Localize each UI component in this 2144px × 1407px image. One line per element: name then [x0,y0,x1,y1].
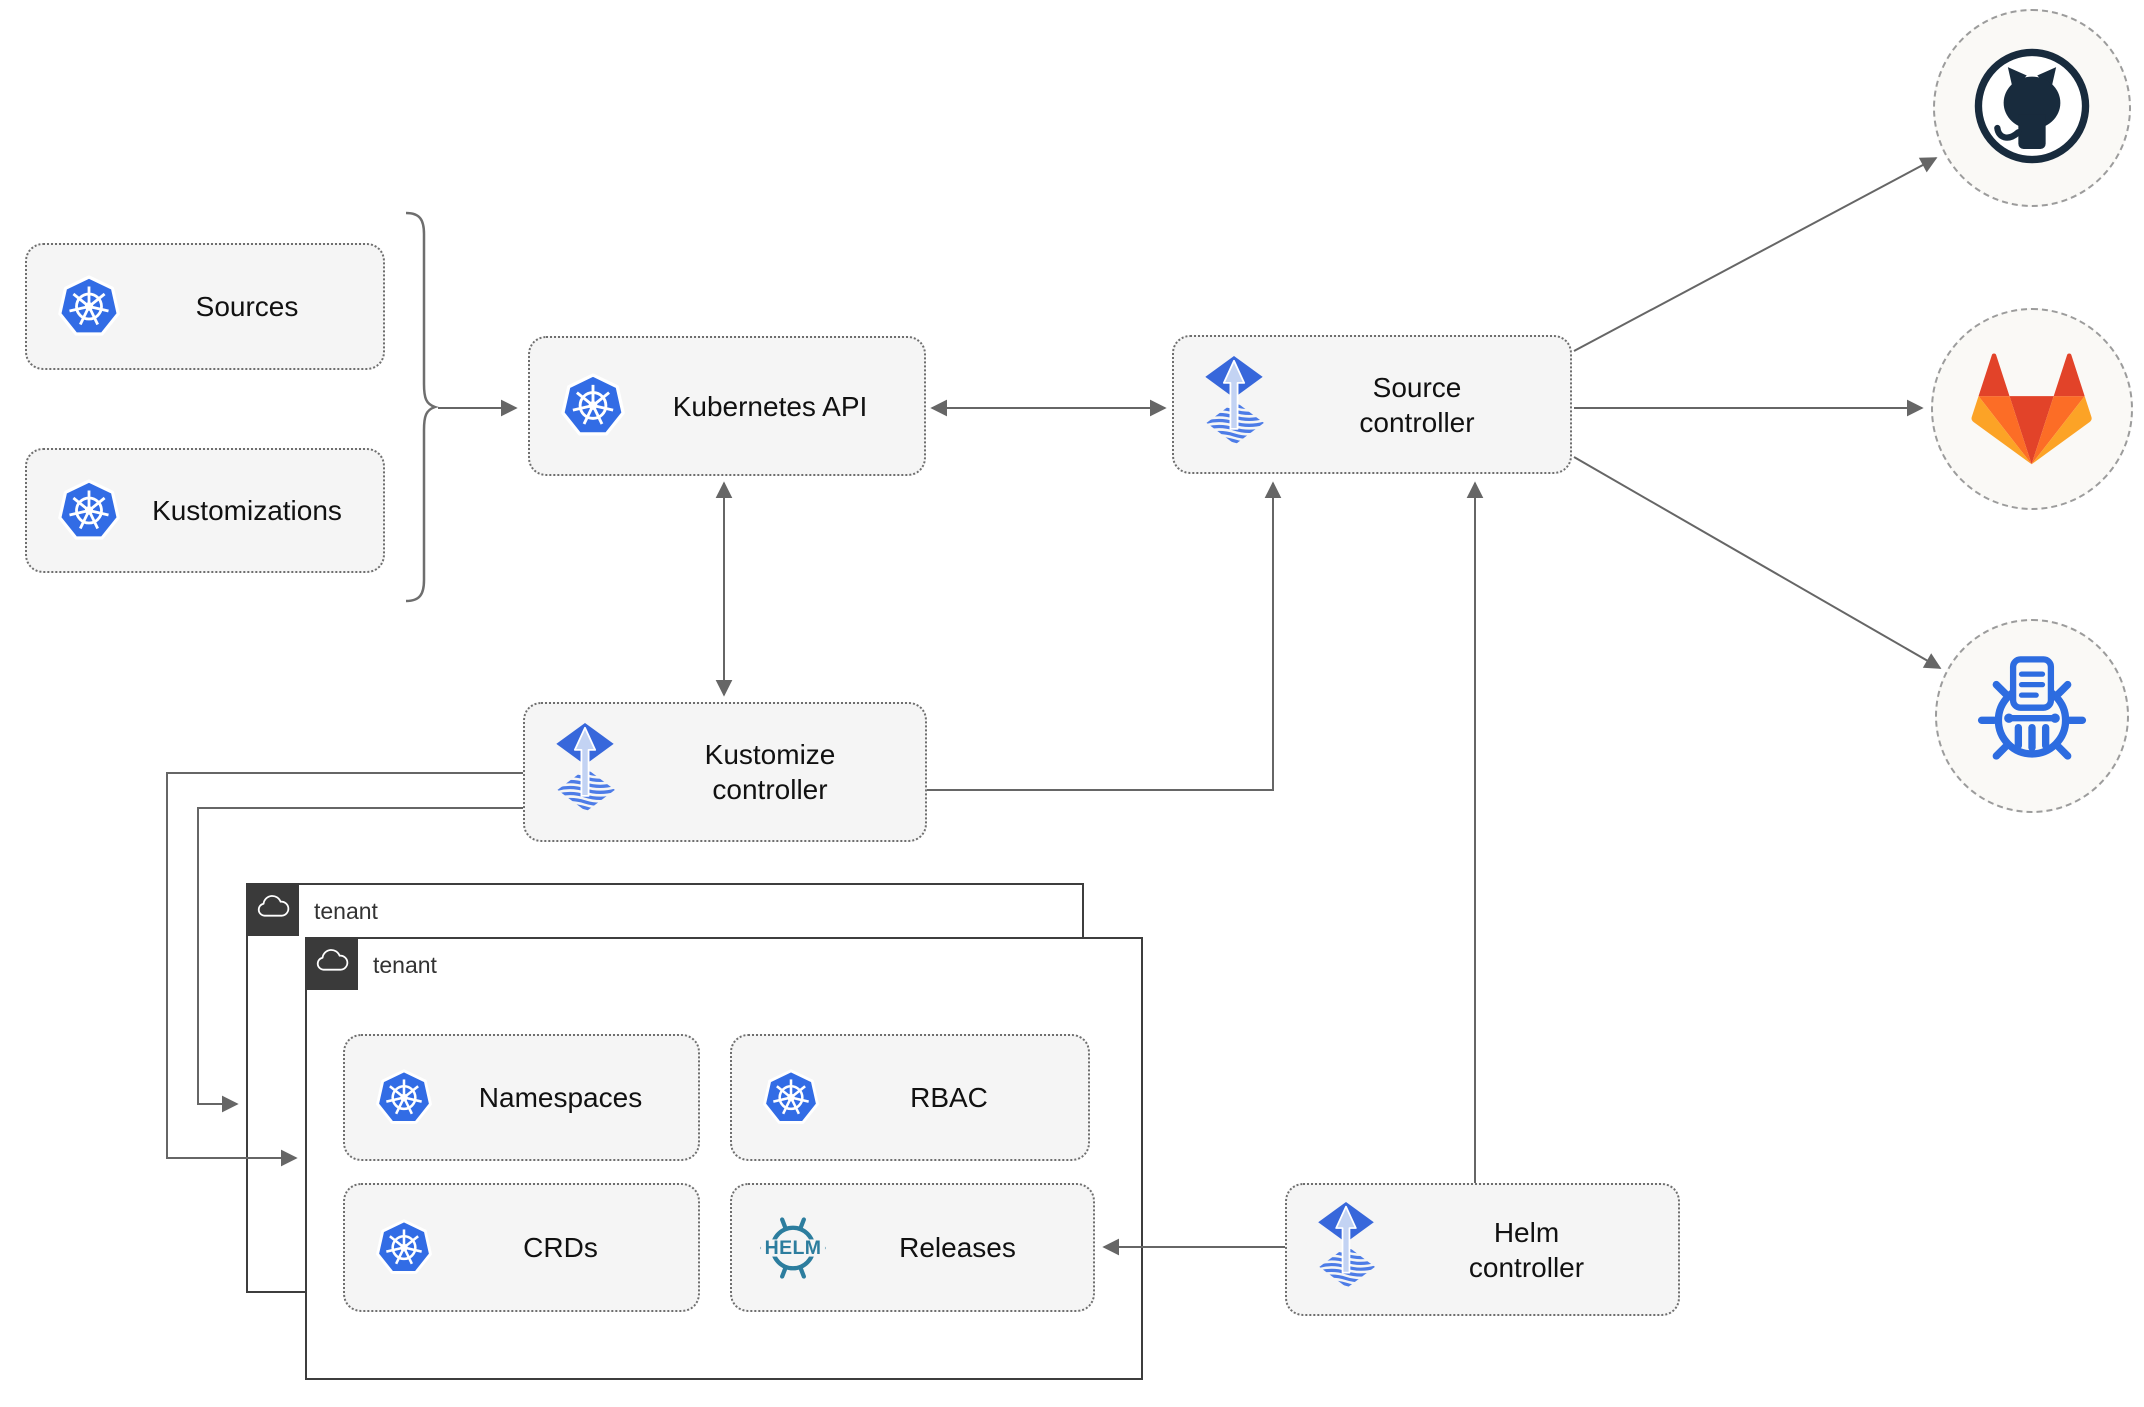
gitlab-icon [1971,349,2093,470]
node-label: Sources [195,291,299,322]
tenant-label: tenant [314,898,378,924]
node-label: Namespaces [478,1082,643,1113]
node-source-controller[interactable]: Source controller [1172,335,1572,474]
node-label: Kustomizations [152,495,342,526]
edge-source-to-github [1573,157,1938,352]
cloud-icon [256,894,290,926]
kubernetes-icon [560,373,626,439]
endpoint-github[interactable] [1933,9,2131,207]
kubernetes-icon [762,1069,820,1127]
node-rbac[interactable]: RBAC [730,1034,1090,1161]
node-kubernetes-api[interactable]: Kubernetes API [528,336,926,476]
node-sources[interactable]: Sources [25,243,385,370]
node-label: CRDs [523,1232,598,1263]
chartmuseum-icon [1969,651,2095,782]
tenant-badge [305,937,358,990]
endpoint-chartmuseum[interactable] [1935,619,2129,813]
node-label: Helm controller [1468,1216,1585,1283]
kubernetes-icon [375,1219,433,1277]
node-kustomize-controller[interactable]: Kustomize controller [523,702,927,842]
node-crds[interactable]: CRDs [343,1183,700,1312]
node-label: Source controller [1359,371,1475,438]
node-label: RBAC [910,1082,988,1113]
node-kustomizations[interactable]: Kustomizations [25,448,385,573]
kubernetes-icon [57,275,121,339]
flux-icon [1204,356,1264,454]
node-label: Kubernetes API [672,390,868,422]
tenant-badge [246,883,299,936]
kubernetes-icon [57,479,121,543]
brace-resources [405,211,439,603]
endpoint-gitlab[interactable] [1931,308,2133,510]
edge-source-to-chartmuseum [1573,456,1942,669]
node-namespaces[interactable]: Namespaces [343,1034,700,1161]
github-icon [1969,43,2095,174]
edge-kustomize-to-source [927,481,1282,791]
node-label: Kustomize controller [704,739,836,805]
node-label: Releases [899,1232,1016,1263]
tenant-label: tenant [373,952,437,978]
flux-icon [555,723,615,821]
cloud-icon [315,948,349,980]
kubernetes-icon [375,1069,433,1127]
flux-icon [1317,1202,1375,1297]
node-helm-controller[interactable]: Helm controller [1285,1183,1680,1316]
node-releases[interactable]: Releases [730,1183,1095,1312]
helm-icon [754,1209,832,1287]
